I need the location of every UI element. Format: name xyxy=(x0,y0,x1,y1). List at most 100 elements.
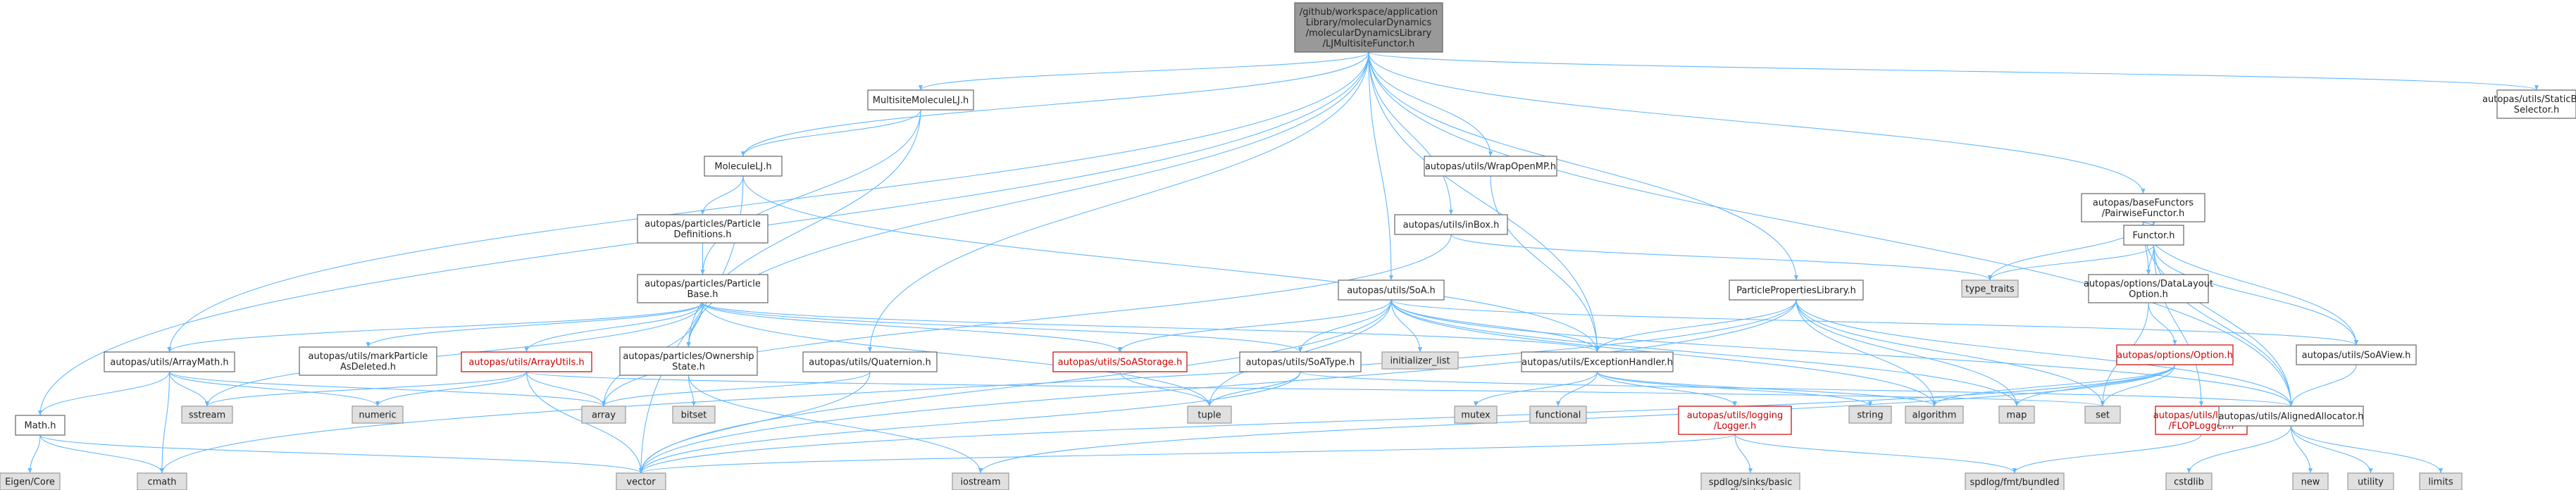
node-label-line: autopas/utils/StaticBool xyxy=(2482,94,2576,105)
node-label-line: /Logger.h xyxy=(1714,421,1756,432)
node-soatype[interactable]: autopas/utils/SoAType.h xyxy=(1239,351,1362,372)
node-multisite[interactable]: MultisiteMoleculeLJ.h xyxy=(867,89,974,111)
edge-ppl-to-cmath xyxy=(160,299,1797,474)
node-label-line: cstdlib xyxy=(2174,477,2204,488)
node-label-line: autopas/utils/WrapOpenMP.h xyxy=(1425,162,1556,172)
node-root[interactable]: /github/workspace/applicationLibrary/mol… xyxy=(1294,2,1443,53)
node-label-line: AsDeleted.h xyxy=(340,362,396,372)
node-label-line: autopas/utils/ExceptionHandler.h xyxy=(1522,358,1673,368)
edge-multisite-to-moleculelj xyxy=(740,109,921,157)
node-label-line: set xyxy=(2096,410,2110,421)
node-soah[interactable]: autopas/utils/SoA.h xyxy=(1338,279,1445,301)
node-option[interactable]: autopas/options/Option.h xyxy=(2116,344,2234,365)
node-box xyxy=(1454,406,1498,424)
edge-arraymath-to-cmath xyxy=(159,371,170,474)
edge-partbase-to-arrayutils xyxy=(524,302,704,353)
node-box xyxy=(2116,344,2234,365)
node-box xyxy=(1521,351,1674,372)
edge-ppl-to-mapn xyxy=(1796,299,2020,407)
node-box xyxy=(2419,472,2463,490)
node-label-line: array xyxy=(592,410,616,421)
node-spdfmt: spdlog/fmt/bundled/ranges.h xyxy=(1965,472,2065,490)
node-basefunc[interactable]: autopas/baseFunctors/PairwiseFunctor.h xyxy=(2081,193,2205,222)
node-box xyxy=(1729,279,1864,301)
node-label-line: autopas/utils/SoA.h xyxy=(1347,286,1436,296)
node-soastorage[interactable]: autopas/utils/SoAStorage.h xyxy=(1052,351,1188,372)
node-label-line: iostream xyxy=(960,477,1000,488)
node-functor[interactable]: Functor.h xyxy=(2123,225,2184,246)
edge-functor-to-typetraits xyxy=(1987,244,2155,281)
node-box xyxy=(2084,406,2121,424)
node-box xyxy=(461,351,592,372)
node-label-line: new xyxy=(2301,477,2320,488)
node-label-line: map xyxy=(2007,410,2027,421)
node-label-line: initializer_list xyxy=(1390,356,1450,367)
node-box xyxy=(1187,406,1232,424)
edge-root-to-moleculelj xyxy=(741,51,1369,157)
node-label-line: tuple xyxy=(1197,410,1221,421)
node-arrayutils[interactable]: autopas/utils/ArrayUtils.h xyxy=(461,351,592,372)
node-exception[interactable]: autopas/utils/ExceptionHandler.h xyxy=(1521,351,1674,372)
node-label-line: /ranges.h xyxy=(1993,488,2036,490)
edge-arrayutils-to-numeric xyxy=(375,371,528,407)
edge-quaternion-to-array xyxy=(602,371,871,407)
node-soaview[interactable]: autopas/utils/SoAView.h xyxy=(2296,344,2417,365)
node-quaternion[interactable]: autopas/utils/Quaternion.h xyxy=(802,351,938,372)
node-box xyxy=(1424,156,1557,177)
edge-soaview-to-aligned xyxy=(2289,364,2357,407)
edge-partbase-to-tuple xyxy=(702,302,1212,407)
node-cmath: cmath xyxy=(137,472,187,490)
node-label-line: bitset xyxy=(681,410,707,421)
edge-wrapomp-to-exception xyxy=(1490,175,1600,353)
edge-arraymath-to-mathh xyxy=(37,371,170,416)
edge-partbase-to-sstream xyxy=(204,302,704,407)
edge-soatype-to-aligned xyxy=(1300,371,2294,407)
node-box xyxy=(616,472,666,490)
node-box xyxy=(1394,214,1508,235)
node-box xyxy=(619,346,758,376)
edge-flopl-to-spdfmt xyxy=(2012,434,2202,474)
node-mathh[interactable]: Math.h xyxy=(15,415,66,436)
edge-functor-to-aligned xyxy=(2153,244,2294,407)
node-label-line: vector xyxy=(626,477,656,488)
edge-root-to-ppl xyxy=(1368,51,1799,281)
node-arraymath[interactable]: autopas/utils/ArrayMath.h xyxy=(104,351,235,372)
edge-logger-to-spdfmt xyxy=(1734,434,2017,474)
edge-option-to-setn xyxy=(2100,364,2176,407)
edge-functor-to-soaview xyxy=(2153,244,2359,346)
node-label-line: autopas/utils/AlignedAllocator.h xyxy=(2219,412,2364,422)
node-aligned[interactable]: autopas/utils/AlignedAllocator.h xyxy=(2218,406,2364,427)
edge-mathh-to-vector xyxy=(39,434,643,474)
edge-exception-to-mutex xyxy=(1473,371,1598,407)
node-typetraits: type_traits xyxy=(1961,279,2019,298)
edge-soastorage-to-tuple xyxy=(1119,371,1212,407)
node-label-line: Definitions.h xyxy=(673,230,731,240)
edge-arrayutils-to-sstream xyxy=(205,371,528,407)
node-box xyxy=(1529,406,1587,424)
node-label-line: autopas/utils/Quaternion.h xyxy=(809,358,931,368)
node-logger[interactable]: autopas/utils/logging/Logger.h xyxy=(1678,406,1792,435)
node-label-line: autopas/options/DataLayout xyxy=(2084,279,2213,289)
node-label-line: autopas/utils/ArrayMath.h xyxy=(110,358,228,368)
node-limits: limits xyxy=(2419,472,2463,490)
node-setn: set xyxy=(2084,406,2121,424)
node-initlist: initializer_list xyxy=(1381,351,1459,370)
node-staticbool[interactable]: autopas/utils/StaticBoolSelector.h xyxy=(2482,89,2576,119)
node-wrapomp[interactable]: autopas/utils/WrapOpenMP.h xyxy=(1424,156,1557,177)
node-inbox[interactable]: autopas/utils/inBox.h xyxy=(1394,214,1508,235)
node-box xyxy=(2347,472,2394,490)
node-box xyxy=(1700,472,1800,490)
node-moleculelj[interactable]: MoleculeLJ.h xyxy=(704,156,783,177)
node-box xyxy=(2165,472,2213,490)
edge-soah-to-aligned xyxy=(1390,299,2294,407)
edge-soah-to-soastorage xyxy=(1117,299,1392,353)
node-ppl[interactable]: ParticlePropertiesLibrary.h xyxy=(1729,279,1864,301)
edge-aligned-to-utility xyxy=(2290,425,2373,474)
node-label-line: /PairwiseFunctor.h xyxy=(2102,208,2185,219)
